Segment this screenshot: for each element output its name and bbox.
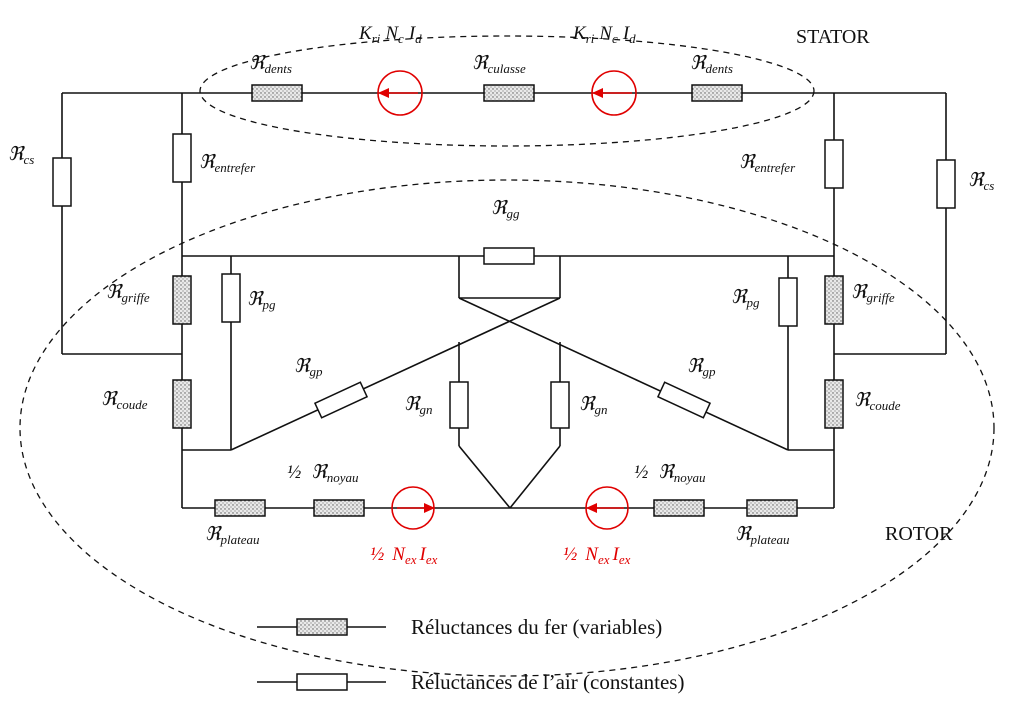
reluctance-gn-right <box>550 381 570 429</box>
reluctance-coude-right <box>824 379 844 429</box>
reluctance-dents-right <box>691 84 743 102</box>
reluctance-griffe-left <box>172 275 192 325</box>
label-dents-right: ℜdents <box>690 53 733 76</box>
reluctance-gp-left <box>313 381 369 419</box>
label-cs-right: ℜcs <box>968 170 994 193</box>
label-culasse: ℜculasse <box>472 53 526 76</box>
reluctance-dents-left <box>251 84 303 102</box>
reluctance-gp-right <box>656 381 712 419</box>
label-gn-left: ℜgn <box>404 394 432 417</box>
reluctance-coude-left <box>172 379 192 429</box>
label-entrefer-right: ℜentrefer <box>739 152 796 175</box>
label-plateau-left: ℜplateau <box>205 524 260 547</box>
legend: Réluctances du fer (variables) Réluctanc… <box>257 615 684 694</box>
legend-air-label: Réluctances de l’air (constantes) <box>411 670 684 694</box>
rotor-label: ROTOR <box>885 523 953 545</box>
reluctance-gg <box>483 247 535 265</box>
reluctance-noyau-right <box>653 499 705 517</box>
legend-air-swatch <box>296 673 348 691</box>
circuit-wires <box>61 92 947 509</box>
label-pg-left: ℜpg <box>247 289 276 312</box>
reluctance-plateau-left <box>214 499 266 517</box>
reluctance-entrefer-left <box>172 133 192 183</box>
label-pg-right: ℜpg <box>731 287 760 310</box>
label-plateau-right: ℜplateau <box>735 524 790 547</box>
label-gg: ℜgg <box>491 198 520 221</box>
stator-region <box>199 35 815 147</box>
legend-iron-label: Réluctances du fer (variables) <box>411 615 662 639</box>
reluctance-culasse <box>483 84 535 102</box>
reluctance-pg-right <box>778 277 798 327</box>
rotor-region <box>19 179 995 677</box>
label-griffe-right: ℜgriffe <box>851 282 895 305</box>
label-gp-left: ℜgp <box>294 356 323 379</box>
stator-label: STATOR <box>796 26 870 48</box>
reluctance-plateau-right <box>746 499 798 517</box>
label-griffe-left: ℜgriffe <box>106 282 150 305</box>
reluctance-pg-left <box>221 273 241 323</box>
label-coude-left: ℜcoude <box>101 389 148 412</box>
label-dents-left: ℜdents <box>249 53 292 76</box>
mmf-sources <box>377 70 637 530</box>
reluctance-cs-right <box>936 159 956 209</box>
label-gn-right: ℜgn <box>579 394 607 417</box>
reluctance-cs-left <box>52 157 72 207</box>
legend-iron-swatch <box>296 618 348 636</box>
reluctance-entrefer-right <box>824 139 844 189</box>
label-cs-left: ℜcs <box>8 144 34 167</box>
reluctance-griffe-right <box>824 275 844 325</box>
reluctance-gn-left <box>449 381 469 429</box>
label-coude-right: ℜcoude <box>854 390 901 413</box>
label-entrefer-left: ℜentrefer <box>199 152 256 175</box>
label-gp-right: ℜgp <box>687 356 716 379</box>
reluctance-elements <box>52 84 956 517</box>
reluctance-noyau-left <box>313 499 365 517</box>
